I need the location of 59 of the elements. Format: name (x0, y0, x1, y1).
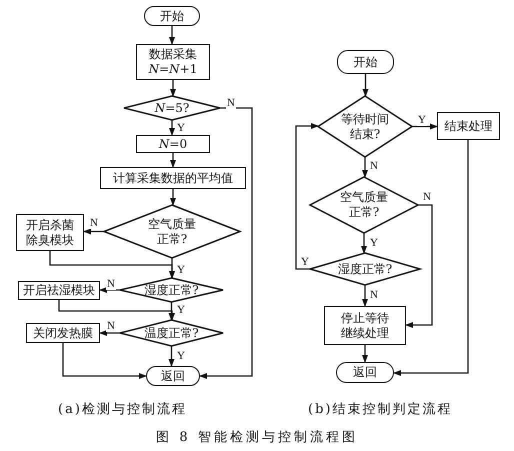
process-box: 停止等待继续处理 (324, 306, 406, 345)
arrow (99, 287, 120, 293)
decision-diamond: 等待时间结束? (318, 96, 412, 157)
process-box: 结束处理 (437, 112, 500, 140)
subfigure-caption: (b)结束控制判定流程 (308, 401, 452, 418)
terminal-box: 开始 (144, 6, 200, 26)
edge-label: N (369, 289, 379, 301)
decision-diamond: 温度正常? (120, 320, 223, 346)
decision-diamond: N=5? (124, 96, 220, 120)
process-box: 数据采集 N=N+1 (136, 44, 210, 80)
figure-caption: 图 8 智能检测与控制流程图 (155, 429, 359, 446)
terminal-box: 返回 (146, 366, 200, 386)
process-box: N=0 (136, 135, 210, 153)
edge-label: Y (369, 237, 379, 249)
edge-label: N (106, 278, 116, 290)
decision-diamond: 空气质量正常? (310, 177, 418, 233)
edge-label: N (369, 160, 379, 172)
arrow (58, 300, 175, 321)
edge-label: N (226, 97, 236, 109)
arrow (170, 153, 176, 168)
edge-label: Y (176, 350, 186, 362)
arrow (412, 124, 438, 130)
arrow (83, 228, 104, 234)
arrow (362, 285, 368, 307)
arrow (361, 233, 367, 254)
arrow (362, 345, 368, 363)
process-box: 开启杀菌除臭模块 (16, 214, 84, 251)
terminal-box: 返回 (336, 362, 394, 383)
edge-label: Y (300, 256, 310, 268)
arrow (295, 123, 319, 270)
edge-label: Y (176, 264, 186, 276)
arrow (168, 302, 174, 321)
arrow (99, 330, 120, 336)
arrow (405, 204, 433, 328)
arrow (362, 74, 368, 97)
edge-label: Y (417, 114, 427, 126)
decision-diamond: 湿度正常? (120, 278, 223, 302)
edge-label: N (106, 320, 116, 332)
edge-label: Y (176, 122, 186, 134)
decision-diamond: 空气质量正常? (104, 205, 240, 258)
process-box: 开启祛湿模块 (18, 281, 100, 300)
process-box: 计算采集数据的平均值 (100, 167, 246, 189)
subfigure-caption: (a)检测与控制流程 (58, 401, 187, 418)
edge-label: N (89, 217, 99, 229)
process-box: 关闭发热膜 (26, 323, 100, 343)
arrow (49, 251, 175, 279)
arrow (170, 80, 176, 97)
decision-diamond: 湿度正常? (310, 253, 420, 285)
terminal-box: 开始 (337, 50, 394, 74)
arrow (362, 157, 368, 178)
arrow (169, 26, 175, 45)
edge-label: Y (176, 304, 186, 316)
arrow (170, 189, 176, 206)
arrow (199, 107, 253, 379)
arrow (169, 120, 175, 136)
edge-label: N (422, 191, 432, 203)
arrow (168, 346, 174, 367)
arrow (393, 140, 469, 376)
arrow (62, 343, 147, 379)
